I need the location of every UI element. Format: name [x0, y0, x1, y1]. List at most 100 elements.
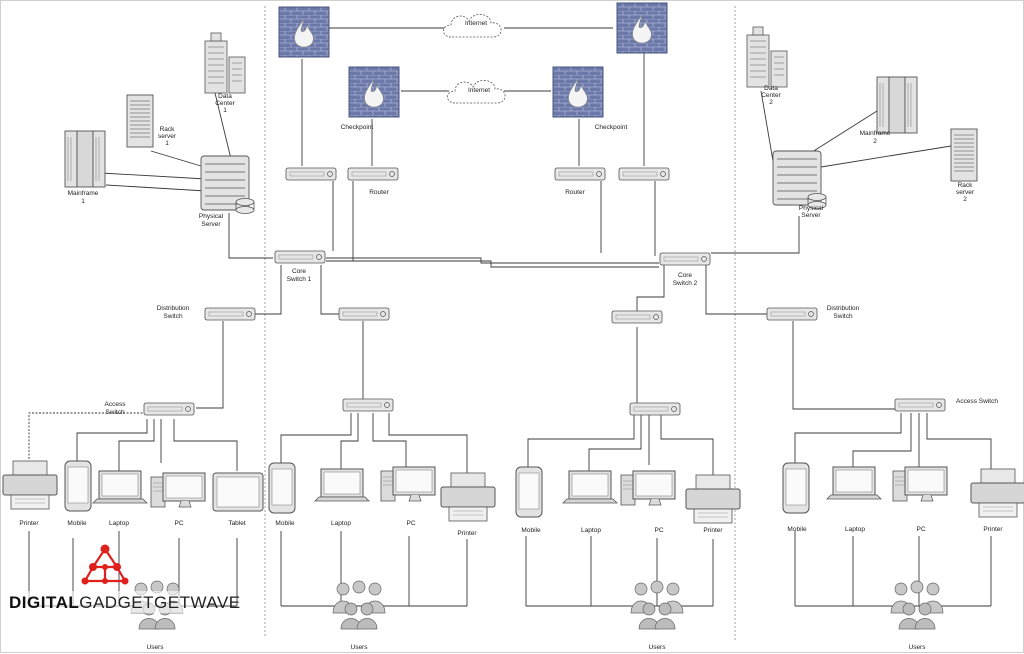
data-center-2-label-line3: 2	[769, 99, 773, 106]
checkpoint-left-firewall	[348, 66, 400, 118]
distribution-switch-right	[766, 307, 818, 321]
mainframe-1-label-line2: 1	[81, 198, 85, 205]
segment-2-mobile	[268, 462, 296, 514]
segment-3-mobile	[515, 466, 543, 518]
segment-1-device-label-3: Laptop	[109, 520, 129, 527]
segment-2-laptop	[314, 468, 370, 502]
segment-4-users-icon	[890, 580, 944, 630]
connections	[28, 27, 992, 607]
checkpoint-left-label: Checkpoint	[341, 124, 374, 131]
checkpoint-right-firewall	[552, 66, 604, 118]
router-right	[554, 167, 606, 181]
physical-server-2-label-line1: Physical	[799, 205, 824, 212]
data-center-1-label-line2: Center	[215, 100, 235, 107]
segment-1-mobile	[64, 460, 92, 512]
physical-server-2-label-line2: Server	[801, 212, 821, 219]
mainframe-2	[876, 76, 918, 134]
mainframe-2-label-line1: Mainframe	[860, 130, 891, 137]
segment-4-pc	[892, 466, 948, 502]
core-switch-2-label-line2: Switch 2	[673, 280, 698, 287]
segment-2-device-label-3: PC	[406, 520, 415, 527]
distribution-switch-left	[204, 307, 256, 321]
rack-server-2-label-line1: Rack	[958, 182, 974, 189]
segment-2-pc	[380, 466, 436, 502]
rack-server-2-label-line2: server	[956, 189, 975, 196]
rack-server-1-label-line2: server	[158, 133, 177, 140]
mainframe-1-label-line1: Mainframe	[68, 190, 99, 197]
segment-1-pc	[150, 472, 206, 508]
firewall-top-right	[616, 2, 668, 54]
segment-3-device-label-3: PC	[654, 527, 663, 534]
segment-3-pc	[620, 470, 676, 506]
rack-server-1	[126, 94, 154, 148]
mainframe-1	[64, 130, 106, 188]
segment-1-tablet	[212, 472, 264, 512]
distribution-left-label-line1: Distribution	[157, 305, 190, 312]
access-switch-3	[629, 402, 681, 416]
firewall-top-left	[278, 6, 330, 58]
distribution-switch-center-right	[611, 310, 663, 324]
checkpoint-right-label: Checkpoint	[595, 124, 628, 131]
rack-server-2	[950, 128, 978, 182]
router-left-label: Router	[369, 189, 389, 196]
data-center-1-label-line1: Data	[218, 93, 232, 100]
data-center-2-label-line2: Center	[761, 92, 781, 99]
core-switch-1	[274, 250, 326, 264]
watermark-logo-icon	[81, 544, 129, 585]
segment-1-device-label-1: Printer	[19, 520, 39, 527]
segment-3-device-label-1: Mobile	[521, 527, 541, 534]
router-left	[347, 167, 399, 181]
segment-2-device-label-4: Printer	[457, 530, 477, 537]
segment-2-printer	[440, 472, 496, 522]
segment-4-users-label: Users	[909, 644, 927, 651]
physical-server-1	[200, 155, 255, 214]
access-switch-right-label-line1: Access Switch	[956, 398, 998, 405]
segment-3-printer	[685, 474, 741, 524]
segment-3-device-label-4: Printer	[703, 527, 723, 534]
segment-4-device-label-4: Printer	[983, 526, 1003, 533]
core-switch-1-label-line1: Core	[292, 268, 306, 275]
segment-4-device-label-1: Mobile	[787, 526, 807, 533]
core-switch-1-label-line2: Switch 1	[287, 276, 312, 283]
physical-server-1-label-line1: Physical	[199, 213, 224, 220]
segment-4-device-label-2: Laptop	[845, 526, 865, 533]
segment-4-laptop	[826, 466, 882, 500]
access-switch-1	[143, 402, 195, 416]
watermark-text: DIGITALGADGETGETWAVE	[9, 593, 241, 612]
access-switch-left-label-line1: Access	[105, 401, 127, 408]
core-switch-2-label-line1: Core	[678, 272, 692, 279]
data-center-2-label-line1: Data	[764, 85, 778, 92]
core-switch-2	[659, 252, 711, 266]
segment-1-device-label-4: PC	[174, 520, 183, 527]
segment-1-printer	[2, 460, 58, 510]
internet-top-label: Internet	[465, 20, 487, 27]
access-switch-2	[342, 398, 394, 412]
segment-1-device-label-5: Tablet	[228, 520, 246, 527]
internet-mid-label: Internet	[468, 87, 490, 94]
router-right-label: Router	[565, 189, 585, 196]
segment-3-device-label-2: Laptop	[581, 527, 601, 534]
distribution-right-label-line2: Switch	[833, 313, 853, 320]
segment-3-laptop	[562, 470, 618, 504]
segment-2-device-label-1: Mobile	[275, 520, 295, 527]
segment-4-printer	[970, 468, 1024, 518]
distribution-switch-center-left	[338, 307, 390, 321]
rack-server-2-label-line3: 2	[963, 196, 967, 203]
data-center-2-building	[746, 26, 788, 88]
rack-server-1-label-line1: Rack	[160, 126, 176, 133]
edge-switch-right	[618, 167, 670, 181]
segment-2-users-label: Users	[351, 644, 369, 651]
segment-3-users-label: Users	[649, 644, 667, 651]
edge-switch-left	[285, 167, 337, 181]
segment-2-users-icon	[332, 580, 386, 630]
segment-4-device-label-3: PC	[916, 526, 925, 533]
segment-2-device-label-2: Laptop	[331, 520, 351, 527]
distribution-left-label-line2: Switch	[163, 313, 183, 320]
rack-server-1-label-line3: 1	[165, 140, 169, 147]
physical-server-2	[772, 150, 827, 209]
segment-4-mobile	[782, 462, 810, 514]
data-center-1-label-line3: 1	[223, 107, 227, 114]
segment-1-laptop	[92, 470, 148, 504]
segment-1-device-label-2: Mobile	[67, 520, 87, 527]
